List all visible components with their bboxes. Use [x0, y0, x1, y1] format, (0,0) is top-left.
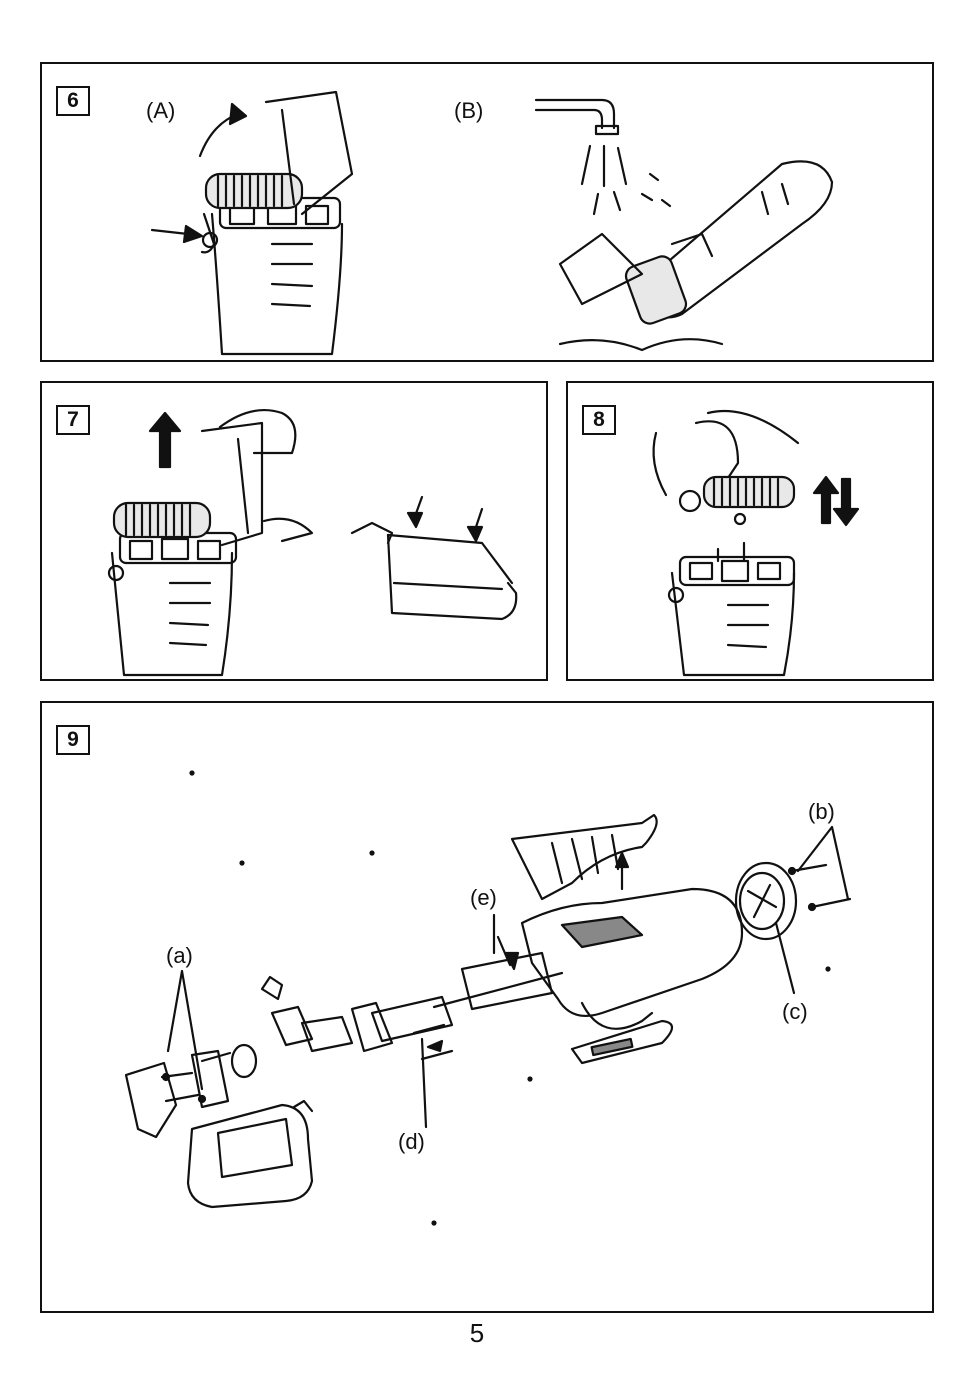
illustration-exploded-view	[42, 703, 936, 1315]
panel-7: 7	[40, 381, 548, 681]
panel-6: 6 (A) (B)	[40, 62, 934, 362]
illustration-open-shaver-head	[42, 64, 936, 364]
panel-8: 8	[566, 381, 934, 681]
illustration-remove-outer-foil	[42, 383, 550, 683]
illustration-remove-inner-blade	[568, 383, 936, 683]
page-number: 5	[0, 1318, 954, 1349]
panel-9: 9 (a) (b) (c) (d) (e)	[40, 701, 934, 1313]
